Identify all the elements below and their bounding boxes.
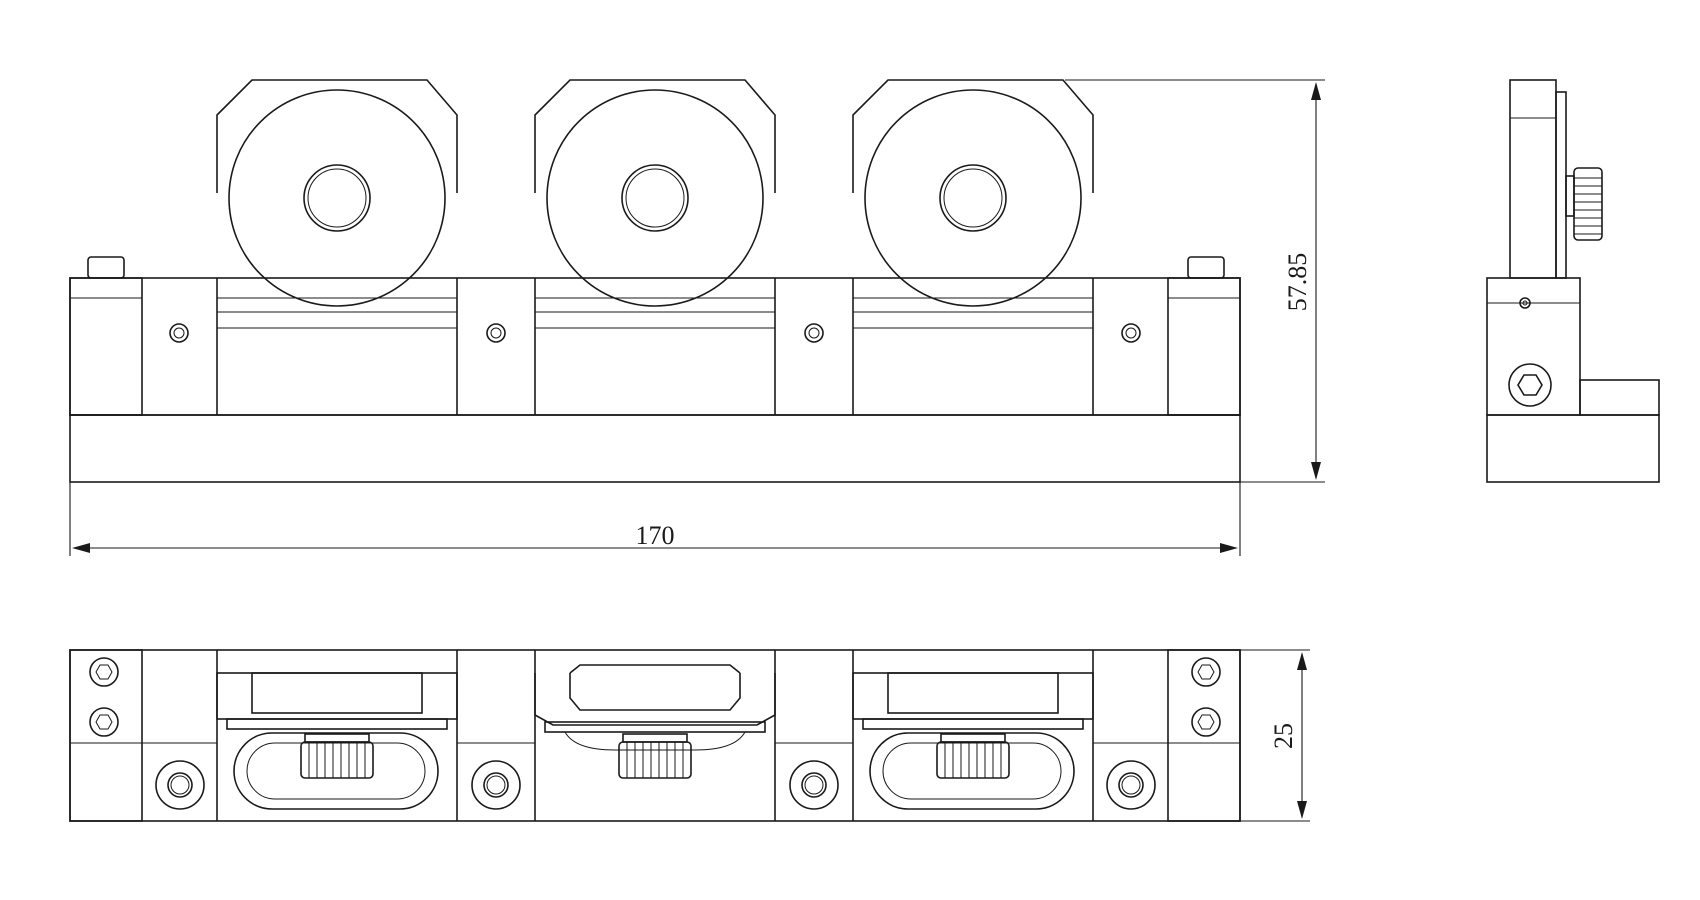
end-cap-left: [69, 277, 143, 416]
top-mount-2: [534, 664, 776, 779]
top-view: [69, 649, 1241, 822]
round-screw-4: [1106, 760, 1156, 810]
length-dimension-label: 170: [636, 521, 675, 550]
round-screw-3: [789, 760, 839, 810]
mirror-mount-2: [534, 79, 776, 307]
side-hex-screw: [1508, 363, 1552, 407]
pin-right: [1187, 256, 1225, 279]
hex-screw-1: [89, 657, 119, 687]
hex-screw-3: [1191, 657, 1221, 687]
side-mirror-plate: [1555, 91, 1567, 279]
end-cap-right: [1167, 277, 1241, 416]
side-view: [1486, 79, 1660, 483]
rail-screw-holes: [169, 323, 1141, 343]
mirror-mount-3: [852, 79, 1094, 307]
knurl-lines: [308, 742, 1002, 778]
height-dimension-label: 57.85: [1283, 253, 1312, 312]
hex-screw-2: [89, 707, 119, 737]
top-mount-3: [852, 672, 1094, 810]
side-adjust-knob: [1565, 167, 1603, 241]
rail-body: [69, 277, 1241, 416]
height-dimension: 57.85: [1065, 79, 1325, 483]
side-mount-plate: [1509, 79, 1557, 279]
width-dimension-label: 25: [1269, 723, 1298, 749]
top-end-cap-right: [1167, 649, 1241, 822]
top-mount-1: [216, 672, 458, 810]
pin-left: [87, 256, 125, 279]
front-view: [69, 79, 1241, 483]
round-screw-2: [471, 760, 521, 810]
length-dimension: 170: [69, 482, 1241, 556]
mirror-mount-1: [216, 79, 458, 307]
base-plate: [69, 414, 1241, 483]
width-dimension: 25: [1240, 649, 1310, 822]
top-end-cap-left: [69, 649, 143, 822]
round-screw-1: [155, 760, 205, 810]
hex-screw-4: [1191, 707, 1221, 737]
side-base: [1486, 414, 1660, 483]
side-clamp: [1579, 379, 1660, 416]
